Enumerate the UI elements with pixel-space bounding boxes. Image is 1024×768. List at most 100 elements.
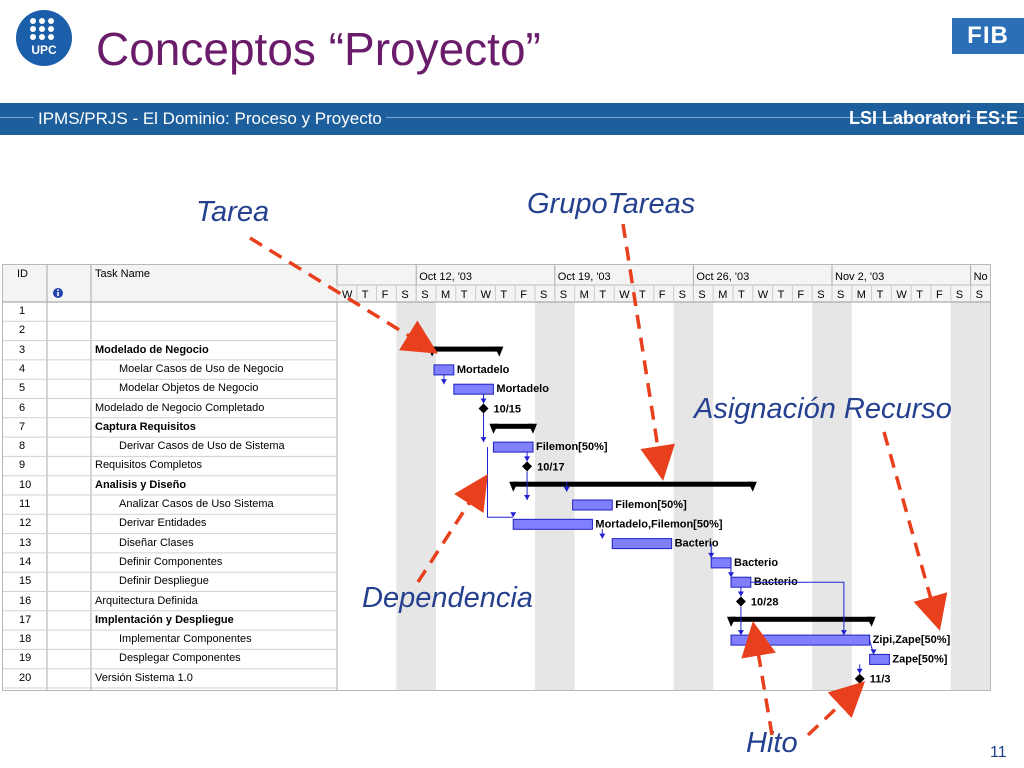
upc-logo-text: UPC: [31, 43, 57, 57]
task-name[interactable]: Modelado de Negocio: [95, 343, 209, 356]
task-name[interactable]: Requisitos Completos: [95, 459, 202, 472]
task-bar-disenar-label: Bacterio: [675, 538, 719, 550]
link-14-15-head: [728, 572, 735, 578]
task-name[interactable]: Implementar Componentes: [119, 633, 252, 646]
section-banner: IPMS/PRJS - El Dominio: Proceso y Proyec…: [0, 103, 1024, 135]
link-15-16-head: [737, 591, 744, 597]
task-bar-moelar-label: Mortadelo: [457, 364, 510, 376]
info-icon-dot: [57, 289, 59, 291]
milestone-version: [854, 673, 865, 684]
task-name[interactable]: Analizar Casos de Uso Sistema: [119, 498, 274, 510]
task-bar-derivar-entidades-label: Mortadelo,Filemon[50%]: [595, 518, 722, 530]
callout-hito: Hito: [746, 727, 798, 759]
summary-bar-modelado-end-cap: [494, 346, 504, 357]
link-15-18-head: [840, 630, 847, 636]
upc-logo: UPC: [16, 10, 72, 66]
slide-number: 11: [990, 744, 1007, 761]
task-bar-modelar-objetos-label: Mortadelo: [496, 383, 549, 395]
day-letter: S: [560, 289, 567, 301]
link-10-11-head: [563, 486, 570, 492]
milestone-arquitectura-label: 10/28: [751, 597, 779, 609]
row-id: 16: [19, 594, 32, 607]
day-letter: S: [540, 289, 547, 301]
column-header-id: ID: [17, 268, 28, 280]
task-bar-modelar-objetos: [453, 383, 494, 395]
row-id: 19: [19, 652, 32, 665]
day-letter: W: [342, 289, 353, 301]
day-letter: S: [679, 289, 686, 301]
task-name[interactable]: Modelado de Negocio Completado: [95, 401, 265, 414]
task-name[interactable]: Derivar Entidades: [119, 517, 207, 530]
milestone-arquitectura: [735, 596, 746, 607]
summary-bar-captura: [493, 423, 534, 429]
task-bar-definir-componentes-label: Bacterio: [734, 557, 778, 569]
day-letter: W: [481, 289, 492, 301]
task-bar-analizar-label: Filemon[50%]: [615, 499, 687, 511]
milestone-requisitos-label: 10/17: [537, 461, 565, 473]
link-8-9-head: [524, 456, 531, 462]
task-name[interactable]: Modelar Objetos de Negocio: [119, 382, 259, 395]
task-name[interactable]: Implentación y Despliegue: [95, 613, 234, 626]
task-name[interactable]: Captura Requisitos: [95, 420, 196, 433]
day-letter: S: [698, 289, 705, 301]
link-12-13-head: [599, 533, 606, 539]
row-id: 17: [19, 613, 32, 626]
weekend-shade: [673, 302, 714, 690]
week-label: Oct 19, '03: [558, 271, 611, 283]
callout-asignacion-recurso: Asignación Recurso: [694, 393, 952, 425]
summary-bar-analisis: [513, 481, 753, 487]
weekend-shade: [396, 302, 436, 690]
task-name[interactable]: Versión Sistema 1.0: [95, 671, 193, 684]
day-letter: S: [837, 289, 844, 301]
row-id: 2: [19, 324, 26, 337]
row-id: 9: [19, 459, 26, 472]
task-name[interactable]: Definir Despliegue: [119, 575, 209, 588]
task-name[interactable]: Moelar Casos de Uso de Negocio: [119, 362, 284, 375]
row-id: 10: [19, 478, 32, 491]
day-letter: M: [580, 289, 589, 301]
row-id: 4: [19, 362, 26, 375]
task-bar-implementar: [730, 634, 871, 646]
task-bar-derivar-casos: [492, 441, 534, 453]
day-letter: S: [421, 289, 428, 301]
task-bar-derivar-entidades: [512, 518, 593, 530]
week-label: Nov 2, '03: [835, 271, 884, 283]
task-name[interactable]: Analisis y Diseño: [95, 478, 187, 491]
weekend-shade: [950, 302, 990, 690]
task-bar-analizar: [572, 499, 613, 511]
day-letter: M: [441, 289, 450, 301]
task-name[interactable]: Arquitectura Definida: [95, 594, 198, 607]
summary-bar-implementacion-end-cap: [866, 616, 876, 627]
day-letter: F: [520, 289, 527, 301]
task-bar-definir-despliegue: [730, 576, 752, 588]
row-id: 3: [19, 343, 26, 356]
task-name[interactable]: Definir Componentes: [119, 555, 223, 568]
task-name[interactable]: Diseñar Clases: [119, 536, 194, 549]
link-19-20-head: [856, 668, 863, 674]
row-id: 11: [19, 498, 31, 510]
day-letter: T: [500, 289, 507, 301]
day-letter: F: [797, 289, 804, 301]
day-letter: T: [362, 289, 369, 301]
link-8-12-head: [510, 512, 517, 518]
day-letter: S: [401, 289, 408, 301]
week-label: Oct 26, '03: [696, 271, 749, 283]
banner-lab-name: LSI Laboratori ES:E: [848, 108, 1018, 128]
fib-logo: FIB: [952, 18, 1024, 54]
task-name[interactable]: Derivar Casos de Uso de Sistema: [119, 440, 285, 453]
task-bar-disenar: [611, 538, 673, 550]
row-id: 12: [19, 517, 32, 530]
task-bar-implementar-label: Zipi,Zape[50%]: [873, 634, 951, 646]
row-id: 18: [19, 633, 32, 646]
upc-logo-dots: [30, 18, 58, 40]
row-id: 15: [19, 575, 32, 588]
day-letter: T: [461, 289, 468, 301]
task-bar-desplegar-label: Zape[50%]: [892, 653, 947, 665]
link-4-5-head: [440, 379, 447, 385]
row-id: 20: [19, 671, 32, 684]
task-name[interactable]: Desplegar Componentes: [119, 652, 241, 665]
row-id: 8: [19, 440, 26, 453]
summary-bar-modelado: [432, 346, 500, 352]
